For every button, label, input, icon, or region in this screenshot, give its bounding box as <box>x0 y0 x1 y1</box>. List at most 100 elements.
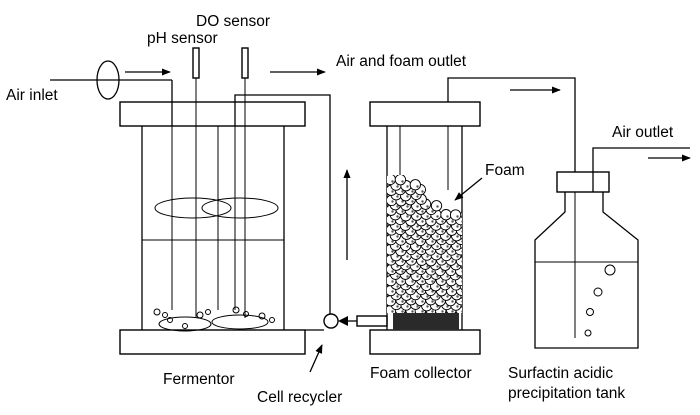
foam-bubble <box>430 200 443 212</box>
tank-body <box>534 192 639 349</box>
foam-bubble-shade <box>396 235 399 238</box>
foam-bubble-shade <box>441 300 444 303</box>
foam-bubble-shade <box>446 245 449 248</box>
foam-bubble-shade <box>406 205 409 208</box>
recycler-connector <box>356 315 388 327</box>
air-filter <box>96 60 120 100</box>
tank-bubbles <box>584 264 616 337</box>
foam-bubble-shade <box>406 305 409 308</box>
foam-bubble-shade <box>456 295 459 298</box>
foam-bubble-shade <box>391 220 394 223</box>
foam-bubble-shade <box>461 230 462 233</box>
foam-bubble-shade <box>421 240 424 243</box>
foam-bubble-shade <box>441 260 444 263</box>
foam-bubble-shade <box>401 260 404 263</box>
foam-bubble-shade <box>446 235 449 238</box>
foam-bubble-shade <box>441 240 444 243</box>
foam-bubble-shade <box>421 260 424 263</box>
fermentor-top-plate <box>119 101 306 127</box>
foam-bubble-shade <box>436 205 439 208</box>
foam-bubble-shade <box>396 185 399 188</box>
foam-bubble-shade <box>426 305 429 308</box>
foam-bubble-shade <box>396 215 399 218</box>
foam-bubble-shade <box>451 300 454 303</box>
foam-bubble-shade <box>416 205 419 208</box>
foam-bubble-shade <box>391 260 394 263</box>
foam-bubble-shade <box>456 285 459 288</box>
foam-bubble-shade <box>421 270 424 273</box>
foam-bubble-shade <box>391 200 394 203</box>
foam-bubble-shade <box>421 230 424 233</box>
foam-bubble-shade <box>411 200 414 203</box>
foam-bubble-shade <box>406 255 409 258</box>
recycler-valve <box>338 316 348 326</box>
foam-bubble-shade <box>411 260 414 263</box>
foam-bubble-shade <box>416 295 419 298</box>
foam-bubble-shade <box>411 310 414 313</box>
foam-bubble-shade <box>456 265 459 268</box>
foam-bubble-shade <box>431 310 434 313</box>
foam-bubble-shade <box>451 240 454 243</box>
foam-bubble-shade <box>411 220 414 223</box>
foam-bubble-shade <box>426 215 429 218</box>
foam-bubble <box>409 179 421 191</box>
foam-bubble-shade <box>441 230 444 233</box>
foam-bubble-shade <box>406 245 409 248</box>
foam-bubble-shade <box>421 200 424 203</box>
foam-bubble-shade <box>406 235 409 238</box>
foam-bubble-shade <box>421 250 424 253</box>
ph-sensor-label: pH sensor <box>147 30 218 47</box>
foam-bubble-shade <box>406 195 409 198</box>
foam-bubble-shade <box>406 215 409 218</box>
collector-base <box>369 329 481 355</box>
foam-bubble-shade <box>461 240 462 243</box>
foam-bubble-shade <box>406 285 409 288</box>
fermentor <box>119 78 306 355</box>
foam-bubble-shade <box>446 275 449 278</box>
foam-bubble-shade <box>396 265 399 268</box>
foam-bubble-shade <box>441 250 444 253</box>
foam-bubble-shade <box>431 280 434 283</box>
foam-bubble-shade <box>461 220 462 223</box>
foam-bubble-shade <box>401 300 404 303</box>
foam-bubble-shade <box>391 190 394 193</box>
foam-bubble-shade <box>416 285 419 288</box>
foam-bubble-shade <box>431 220 434 223</box>
foam-bubble-shade <box>436 225 439 228</box>
foam-bubble-shade <box>431 290 434 293</box>
foam-bubble-shade <box>421 290 424 293</box>
foam-bubble-shade <box>426 265 429 268</box>
foam-bubble-shade <box>401 210 404 213</box>
air-inlet-label: Air inlet <box>6 87 58 104</box>
foam-bubble-shade <box>446 265 449 268</box>
foam-bubble-shade <box>456 235 459 238</box>
do-sensor-head <box>241 47 249 79</box>
foam-bubble-shade <box>431 250 434 253</box>
foam-bubble-shade <box>416 215 419 218</box>
foam-bubble-shade <box>401 200 404 203</box>
foam-bubble-shade <box>436 285 439 288</box>
foam-bubble-shade <box>451 270 454 273</box>
foam-bubble-shade <box>406 275 409 278</box>
foam-bubble-shade <box>406 185 409 188</box>
lower-impeller-right <box>211 314 269 330</box>
foam-bubble-shade <box>456 215 459 218</box>
lower-impeller-left <box>158 316 212 332</box>
foam-bubble-shade <box>411 240 414 243</box>
foam-bubble-shade <box>416 255 419 258</box>
foam-bubble-shade <box>456 245 459 248</box>
tank-label-line2: precipitation tank <box>508 385 625 402</box>
ph-sensor-head <box>192 47 200 79</box>
foam-bubble-shade <box>416 265 419 268</box>
foam-bubble-shade <box>396 245 399 248</box>
foam-bubble-shade <box>421 300 424 303</box>
foam-bubble-shade <box>436 215 439 218</box>
foam-bubble-shade <box>401 310 404 313</box>
tank-feed-pipe <box>447 77 576 180</box>
foam-bubble-shade <box>391 270 394 273</box>
foam-bubble-shade <box>441 280 444 283</box>
precipitation-tank <box>534 147 691 349</box>
foam-bubble-shade <box>396 205 399 208</box>
foam-bubble-shade <box>446 305 449 308</box>
